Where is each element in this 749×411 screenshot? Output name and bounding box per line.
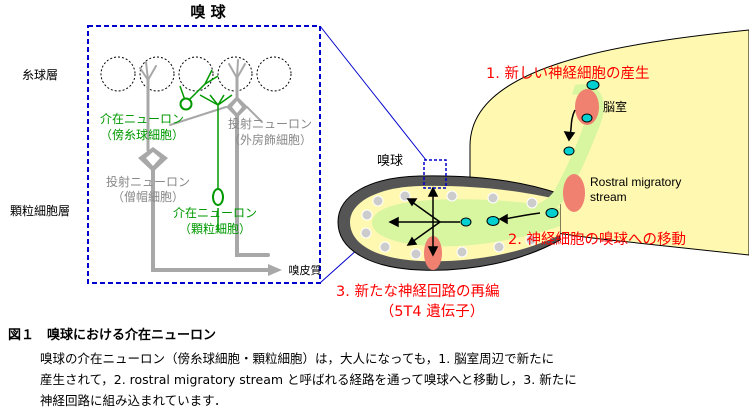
bulb-zoom-region — [423, 159, 447, 189]
glomerular-layer-label: 糸球層 — [22, 68, 58, 82]
rms-label-1: Rostral migratory — [590, 175, 681, 189]
pg-cell-label-1: 介在ニューロン — [100, 112, 184, 126]
cortex-arrowhead — [268, 264, 282, 276]
ventricle-label: 脳室 — [603, 99, 627, 114]
granule-cell-body — [212, 188, 224, 206]
caption-line: 産生されて，2. rostral migratory stream と呼ばれる経… — [40, 372, 577, 387]
step3-label: 3. 新たな神経回路の再編 — [336, 283, 499, 300]
interneurons — [179, 69, 233, 232]
caption-line: 嗅球の介在ニューロン（傍糸球細胞・顆粒細胞）は，大人になっても，1. 脳室周辺で… — [40, 351, 555, 366]
step3-sublabel: （5T4 遺伝子） — [380, 303, 484, 320]
periglomerular-cell-body — [179, 97, 193, 111]
bulb-cells — [360, 190, 538, 260]
caption-line: 神経回路に組み込まれています． — [40, 393, 227, 408]
olfactory-bulb-title: 嗅 球 — [190, 3, 226, 21]
rms-label-2: stream — [590, 190, 627, 204]
rms-hotspot — [563, 174, 585, 212]
zoom-box — [87, 25, 321, 284]
granule-cell-layer-label: 顆粒細胞層 — [10, 203, 70, 218]
mitral-label-2: （僧帽細胞） — [112, 189, 184, 204]
granule-label-2: （顆粒細胞） — [179, 221, 251, 236]
caption-body: 嗅球の介在ニューロン（傍糸球細胞・顆粒細胞）は，大人になっても，1. 脳室周辺で… — [40, 348, 740, 411]
migration-arrows — [498, 109, 576, 225]
bulb-migration-arrows — [388, 186, 460, 257]
projection-neurons — [139, 59, 270, 272]
caption-title: 図１ 嗅球における介在ニューロン — [8, 328, 217, 343]
glomeruli — [100, 56, 292, 92]
tufted-label-1: 投射ニューロン — [228, 116, 312, 131]
pg-cell-label-2: （傍糸球細胞） — [100, 127, 184, 142]
step2-label: 2. 神経細胞の嗅球への移動 — [508, 231, 686, 248]
mitral-label-1: 投射ニューロン — [106, 174, 190, 189]
granule-label-1: 介在ニューロン — [173, 206, 257, 220]
zoom-connector-top — [319, 25, 427, 161]
ventricle-hotspot — [575, 89, 599, 125]
tufted-label-2: （外房飾細胞） — [228, 132, 312, 147]
olfactory-cortex-label: 嗅皮質 — [289, 263, 322, 277]
migrating-cells — [460, 80, 600, 227]
step1-label: 1. 新しい神経細胞の産生 — [486, 65, 649, 82]
olfactory-bulb-label-right: 嗅球 — [377, 154, 403, 169]
